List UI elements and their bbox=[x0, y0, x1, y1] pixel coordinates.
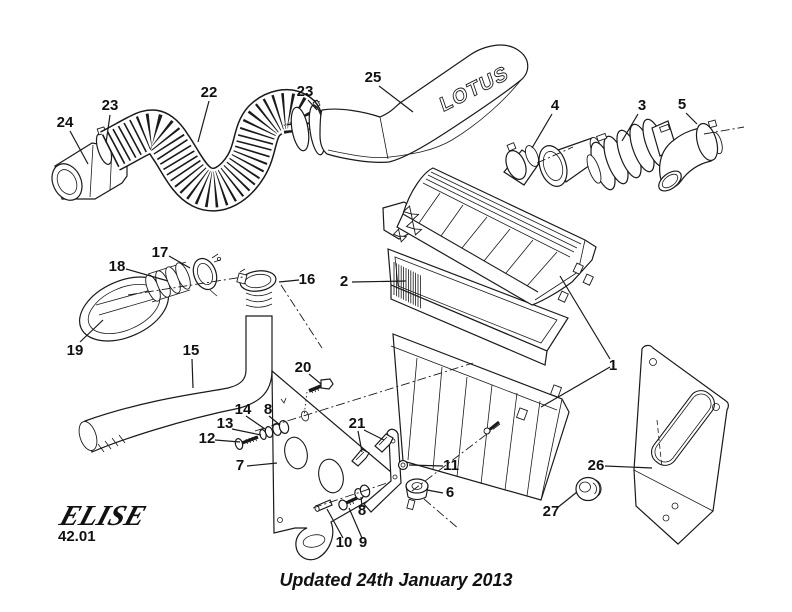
callout-9: 9 bbox=[359, 534, 367, 551]
callout-numbers: 24 23 22 23 25 4 3 5 2 1 17 18 16 19 15 … bbox=[57, 69, 687, 551]
spacer-tube-10 bbox=[314, 499, 333, 512]
callout-4: 4 bbox=[551, 97, 560, 114]
lid-end-clips bbox=[557, 262, 594, 303]
bolt-20 bbox=[308, 378, 334, 394]
callout-20: 20 bbox=[295, 359, 312, 376]
air-filter-element-2 bbox=[387, 248, 569, 366]
callout-2: 2 bbox=[340, 273, 348, 290]
callout-11: 11 bbox=[443, 457, 459, 474]
model-logo-block: ELISE 42.01 bbox=[55, 500, 150, 545]
elise-logo-text: ELISE bbox=[55, 500, 150, 532]
callout-17: 17 bbox=[152, 244, 169, 261]
screw-12 bbox=[234, 435, 259, 450]
callout-16: 16 bbox=[299, 271, 316, 288]
callout-19: 19 bbox=[67, 342, 84, 359]
support-bracket-26 bbox=[633, 344, 729, 545]
callout-13: 13 bbox=[217, 415, 234, 432]
callout-15: 15 bbox=[183, 342, 200, 359]
callout-26: 26 bbox=[588, 457, 605, 474]
clips-21 bbox=[351, 433, 394, 467]
corrugated-hose-22 bbox=[100, 88, 324, 212]
callout-5: 5 bbox=[678, 96, 686, 113]
callout-21: 21 bbox=[349, 415, 366, 432]
spring-clamp-17 bbox=[192, 253, 221, 297]
callout-14: 14 bbox=[235, 401, 252, 418]
callout-6: 6 bbox=[446, 484, 454, 501]
callout-1: 1 bbox=[609, 357, 617, 374]
airbox-inlet-stub-and-clamp-4 bbox=[503, 142, 541, 186]
callout-18: 18 bbox=[109, 258, 126, 275]
callout-8-lower: 8 bbox=[358, 502, 366, 519]
airbox-lid bbox=[382, 167, 597, 306]
callout-leader-lines bbox=[69, 85, 698, 539]
lid-wing-clips bbox=[392, 205, 423, 243]
nut-11 bbox=[397, 459, 409, 471]
callout-25: 25 bbox=[365, 69, 382, 86]
callout-10: 10 bbox=[336, 534, 353, 551]
callout-27: 27 bbox=[543, 503, 560, 520]
callout-24: 24 bbox=[57, 114, 74, 131]
mounting-bracket-7 bbox=[271, 369, 399, 561]
assembly-axis-lines bbox=[127, 126, 745, 530]
callout-7: 7 bbox=[236, 457, 244, 474]
bolt-9 bbox=[338, 496, 358, 511]
intake-tube-15 bbox=[78, 291, 273, 453]
hose-clamp-16 bbox=[236, 268, 277, 292]
grommet-27 bbox=[575, 476, 602, 502]
airbox-base bbox=[390, 333, 570, 511]
callout-22: 22 bbox=[201, 84, 218, 101]
callout-23-left: 23 bbox=[102, 97, 119, 114]
callout-12: 12 bbox=[199, 430, 216, 447]
elbow-hose-5 bbox=[658, 119, 723, 192]
callout-8-upper: 8 bbox=[264, 401, 272, 418]
callout-3: 3 bbox=[638, 97, 646, 114]
callout-23-right: 23 bbox=[297, 83, 314, 100]
section-code: 42.01 bbox=[58, 528, 96, 545]
figure-caption: Updated 24th January 2013 bbox=[279, 570, 512, 590]
spacer-8-upper bbox=[272, 420, 290, 436]
